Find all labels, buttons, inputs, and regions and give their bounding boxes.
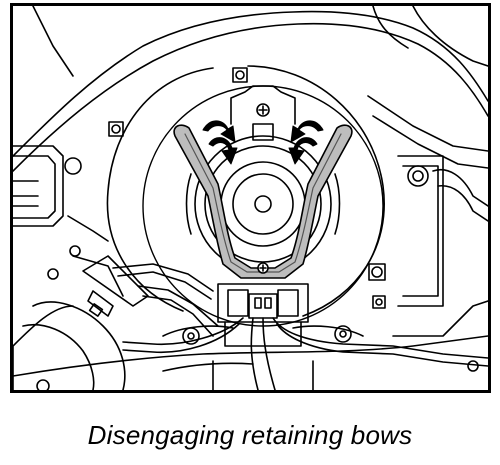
wiring-harness	[122, 317, 488, 390]
lower-housing	[162, 325, 364, 390]
figure-caption: Disengaging retaining bows	[87, 420, 413, 450]
screw-icon	[108, 67, 386, 309]
left-bracket	[13, 145, 124, 297]
bulb-holder-top	[230, 85, 296, 141]
retaining-bow	[173, 124, 353, 279]
housing-outline	[13, 6, 488, 390]
technical-illustration	[10, 3, 491, 393]
right-bracket	[392, 155, 488, 372]
curved-arrow-icon	[202, 120, 324, 165]
left-connector	[22, 255, 219, 390]
bulb-connector	[217, 283, 309, 347]
